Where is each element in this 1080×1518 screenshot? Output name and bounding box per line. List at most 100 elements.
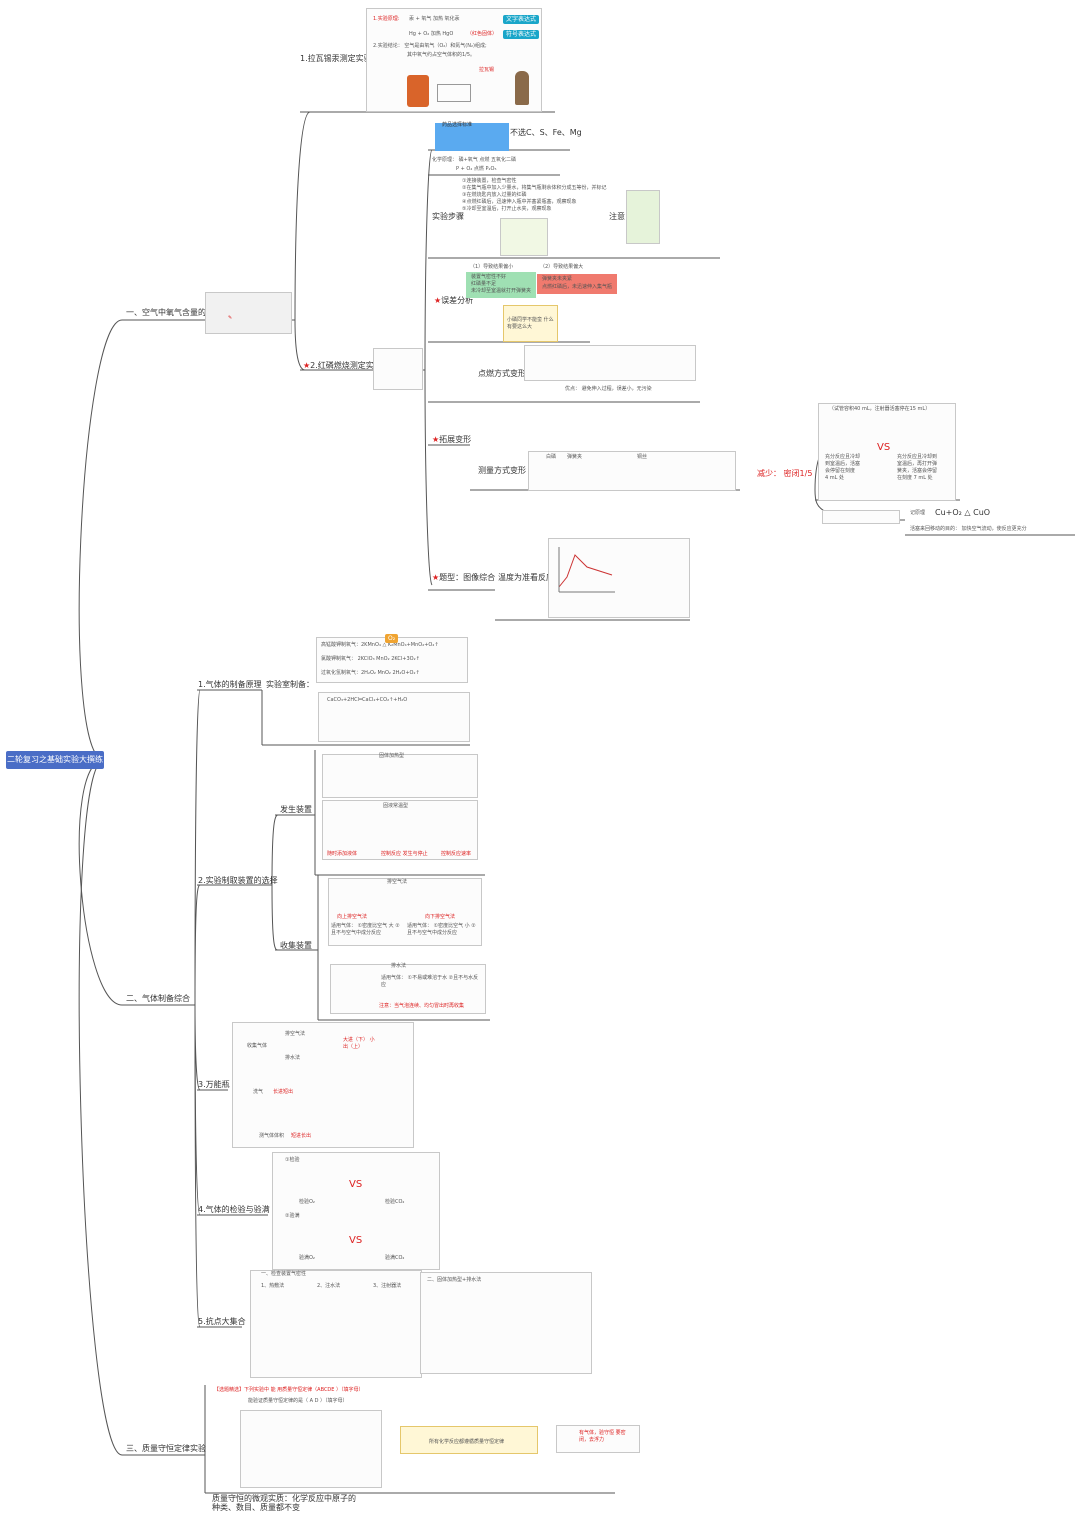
node-lavoisier[interactable]: 1.拉瓦锡汞测定实验 <box>300 54 372 63</box>
star-icon: ★ <box>432 573 440 582</box>
syringe-title: （试管容积40 mL，注射器活塞停在15 mL） <box>829 406 931 412</box>
h2o2-eq: 过氧化氢制氧气：2H₂O₂ MnO₂ 2H₂O+O₂↑ <box>321 670 420 676</box>
error-large-title: （2）导致结果偏大 <box>540 264 584 270</box>
mass-memo-text: 有气体，验守恒 要密闭，去浮力 <box>579 1430 626 1443</box>
lavoisier-principle: 1.实验原理: <box>373 16 400 22</box>
collect-gas-label: 收集气体 <box>247 1043 268 1049</box>
syringe-right-line: 室温后，再打开弹 <box>897 461 938 467</box>
lavoisier-portrait-icon <box>515 71 529 105</box>
node-expand-label: 拓展变形 <box>439 435 472 444</box>
sl-label: 随时添加液体 <box>327 851 358 857</box>
phosphorus-formula: 化学原理： 磷+氧气 点燃 五氧化二磷 <box>432 157 516 163</box>
ignite-image <box>524 345 696 381</box>
measure-image: 白磷 弹簧夹 铜丝 <box>528 451 736 491</box>
full-vs: VS <box>349 1235 363 1246</box>
cartoon-text: 小磷同学不能蛮 什么有要这么大 <box>507 317 554 330</box>
check-o2-label: 检验O₂ <box>299 1199 315 1205</box>
universal-bottle-box: 收集气体 排空气法 排水法 大进（下） 小出（上） 洗气 长进短出 测气体体积 … <box>232 1022 414 1148</box>
phosphorus-formula-symbol: P + O₂ 点燃 P₂O₅ <box>456 166 497 172</box>
lavoisier-conclusion-2: 其中氧气约占空气体积的1/5。 <box>407 52 476 58</box>
inspect-box: ①检验 检验O₂ VS 检验CO₂ ②验满 验满O₂ VS 验满CO₂ <box>272 1152 440 1270</box>
inspect-vs: VS <box>349 1179 363 1190</box>
clamp-label: 弹簧夹 <box>567 454 583 460</box>
water-suit-text: 适用气体： ①不易或难溶于水 ②且不与水反应 <box>381 975 479 988</box>
cu-label: 记原理 <box>910 510 926 516</box>
big-small-text: 大进（下） 小出（上） <box>343 1037 375 1050</box>
solid-heat-water-title: 二、固体加热型+排水法 <box>427 1277 482 1283</box>
piston-note: 活塞来回移动的目的： 加快空气流动，使反应更充分 <box>910 526 1027 532</box>
drug-choice-box: 药品选择标准 <box>435 122 509 151</box>
inspect1-label: ①检验 <box>285 1157 300 1163</box>
step-line: ④点燃红磷后，迅速伸入瓶中并塞紧瓶塞，观察现象 <box>462 199 577 205</box>
error-small-item: 未冷却至室温就打开弹簧夹 <box>471 288 532 294</box>
steps-apparatus-image <box>500 218 548 256</box>
air-branch-image: ✎ <box>205 292 292 334</box>
node-error-label: 误差分析 <box>441 296 474 305</box>
node-device-choice[interactable]: 2.实验制取装置的选择 <box>198 876 278 885</box>
node-gas-principle[interactable]: 1.气体的制备原理 <box>198 680 262 689</box>
node-lab-method[interactable]: 实验室制备： <box>266 680 314 689</box>
wash-label: 洗气 <box>253 1089 264 1095</box>
water-collect-box: 排水法 适用气体： ①不易或难溶于水 ②且不与水反应 注意：当气泡连续、均匀冒出… <box>330 963 486 1014</box>
suit-up-text: 适用气体： ①密度比空气 大 ②且不与空气中成分反应 <box>331 923 400 936</box>
syringe-left-line: 到室温后，活塞 <box>825 461 861 467</box>
mass-question-2: 能验证质量守恒定律的是（ A D ）（填字母） <box>248 1398 348 1404</box>
short-in-label: 短进长出 <box>291 1133 312 1139</box>
node-error[interactable]: ★误差分析 <box>434 296 473 306</box>
node-phosphorus-label: 2.红磷燃烧测定实验 <box>310 361 382 370</box>
cu-tube-image <box>822 510 900 524</box>
node-measure[interactable]: 测量方式变形 <box>478 466 526 475</box>
node-universal-bottle[interactable]: 3.万能瓶 <box>198 1080 230 1089</box>
water-method-title: 排水法 <box>391 963 407 969</box>
error-small-item: 装置气密性不好 <box>471 274 507 280</box>
mass-memo-box: 有气体，验守恒 要密闭，去浮力 <box>556 1425 640 1453</box>
cu-equation: Cu+O₂ △ CuO <box>935 508 991 517</box>
error-large-item: 点燃红磷后，未迅速伸入集气瓶 <box>542 284 613 290</box>
o2-tag: O₂ <box>385 634 399 643</box>
air-collect-box: 排空气法 向上排空气法 向下排空气法 适用气体： ①密度比空气 大 ②且不与空气… <box>328 878 482 946</box>
node-expand[interactable]: ★拓展变形 <box>432 435 471 445</box>
node-inspect[interactable]: 4.气体的检验与验满 <box>198 1205 270 1214</box>
up-air-label: 向上排空气法 <box>337 914 368 920</box>
step-line: ⑤冷却至室温后，打开止水夹，观察现象 <box>462 206 552 212</box>
mass-question-1: 【选题精选】下列实验中 能 用质量守恒定律（ABCDE ）（填字母） <box>214 1387 364 1393</box>
water-note: 注意：当气泡连续、均匀冒出时再收集 <box>379 1003 465 1009</box>
tag-word-equation: 文字表达式 <box>503 15 540 24</box>
node-points[interactable]: 5.抗点大集合 <box>198 1317 246 1326</box>
node-generator[interactable]: 发生装置 <box>280 805 312 814</box>
branch-air[interactable]: 一、空气中氧气含量的测定 <box>126 308 222 317</box>
syringe-left-line: 4 mL 处 <box>825 475 845 481</box>
cartoon-box: 小磷同学不能蛮 什么有要这么大 <box>503 305 558 342</box>
node-graph-label: 题型：图像综合 <box>439 573 496 582</box>
node-ignite[interactable]: 点燃方式变形 <box>478 369 526 378</box>
co2-prep-box: CaCO₃+2HCl═CaCl₂+CO₂↑+H₂O <box>318 692 470 742</box>
branch-mass[interactable]: 三、质量守恒定律实验 <box>126 1444 206 1453</box>
syringe-left-line: 充分反应且冷却 <box>825 454 861 460</box>
sl-label: 控制反应速率 <box>441 851 472 857</box>
lavoisier-red-note: （红色固体） <box>467 31 498 37</box>
graph-image <box>548 538 690 618</box>
branch-gas[interactable]: 二、气体制备综合 <box>126 994 190 1003</box>
sl-label: 控制反应 发生与停止 <box>381 851 428 857</box>
reduce-text: 减少： 密闭1/5 <box>757 469 813 478</box>
step-list: ①连接装置，检查气密性 ②在集气瓶中加入少量水，将集气瓶剩余体积分成五等份，并标… <box>462 178 607 213</box>
node-graph[interactable]: ★题型：图像综合 <box>432 573 495 583</box>
solid-heat-box: 固体加热型 <box>322 753 478 798</box>
co2-eq: CaCO₃+2HCl═CaCl₂+CO₂↑+H₂O <box>327 697 408 703</box>
graph-curve-icon <box>558 547 615 593</box>
measure-vol-label: 测气体体积 <box>259 1133 285 1139</box>
node-collector[interactable]: 收集装置 <box>280 941 312 950</box>
white-p-label: 白磷 <box>546 454 557 460</box>
graph-sub: 温度为准看反应 <box>498 573 554 582</box>
root-node[interactable]: 二轮复习之基础实验大撰练 <box>6 751 104 769</box>
solid-heat-title: 固体加热型 <box>379 753 405 759</box>
syringe-right-line: 簧夹，活塞会停留 <box>897 468 938 474</box>
star-icon: ★ <box>303 361 311 370</box>
oxygen-prep-box: 高锰酸钾制氧气：2KMnO₄ △ K₂MnO₄+MnO₂+O₂↑ 氯酸钾制氧气：… <box>316 634 468 683</box>
node-phosphorus[interactable]: ★2.红磷燃烧测定实验 <box>303 361 382 371</box>
airtight-box: 一、检查装置气密性 1、热敷法 2、注水法 3、注射器法 <box>250 1270 422 1378</box>
copper-label: 铜丝 <box>637 454 648 460</box>
node-notice[interactable]: 注意 <box>609 212 625 221</box>
node-steps[interactable]: 实验步骤 <box>432 212 464 221</box>
